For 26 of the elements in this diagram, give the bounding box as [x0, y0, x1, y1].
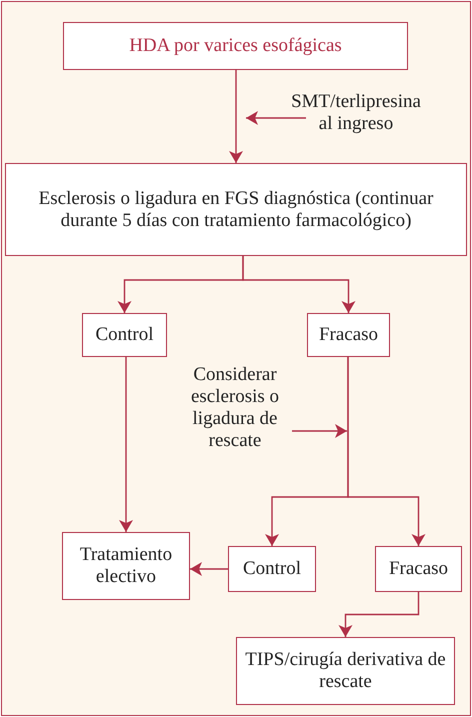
arrow [242, 256, 356, 313]
process-box [307, 313, 390, 357]
arrow [190, 562, 228, 576]
box-label: TIPS/cirugía derivativa de rescate [244, 649, 447, 693]
process-box [62, 532, 190, 600]
box-label: Fracaso [388, 558, 450, 580]
process-box [82, 313, 167, 357]
annotation-text: Considerar esclerosis o ligadura de rescate [190, 364, 280, 452]
arrow [246, 111, 306, 125]
process-box [236, 637, 455, 705]
process-box [228, 546, 316, 592]
arrow [292, 424, 347, 438]
box-label: Tratamiento electivo [78, 544, 174, 588]
box-label: Control [94, 324, 155, 346]
arrow [119, 357, 133, 532]
process-box [5, 163, 467, 256]
box-label: HDA por varices esofágicas [128, 35, 343, 57]
process-box [63, 22, 408, 70]
process-box [375, 546, 462, 592]
arrow [347, 357, 426, 546]
box-label: Control [242, 558, 302, 580]
arrow [338, 592, 420, 637]
box-label: Esclerosis o ligadura en FGS diagnóstica (continuar durante 5 días con tratamiento farmacológico) [38, 188, 434, 232]
annotation-text: SMT/terlipresina al ingreso [290, 91, 422, 135]
box-label: Fracaso [318, 324, 380, 346]
arrow [229, 70, 243, 163]
